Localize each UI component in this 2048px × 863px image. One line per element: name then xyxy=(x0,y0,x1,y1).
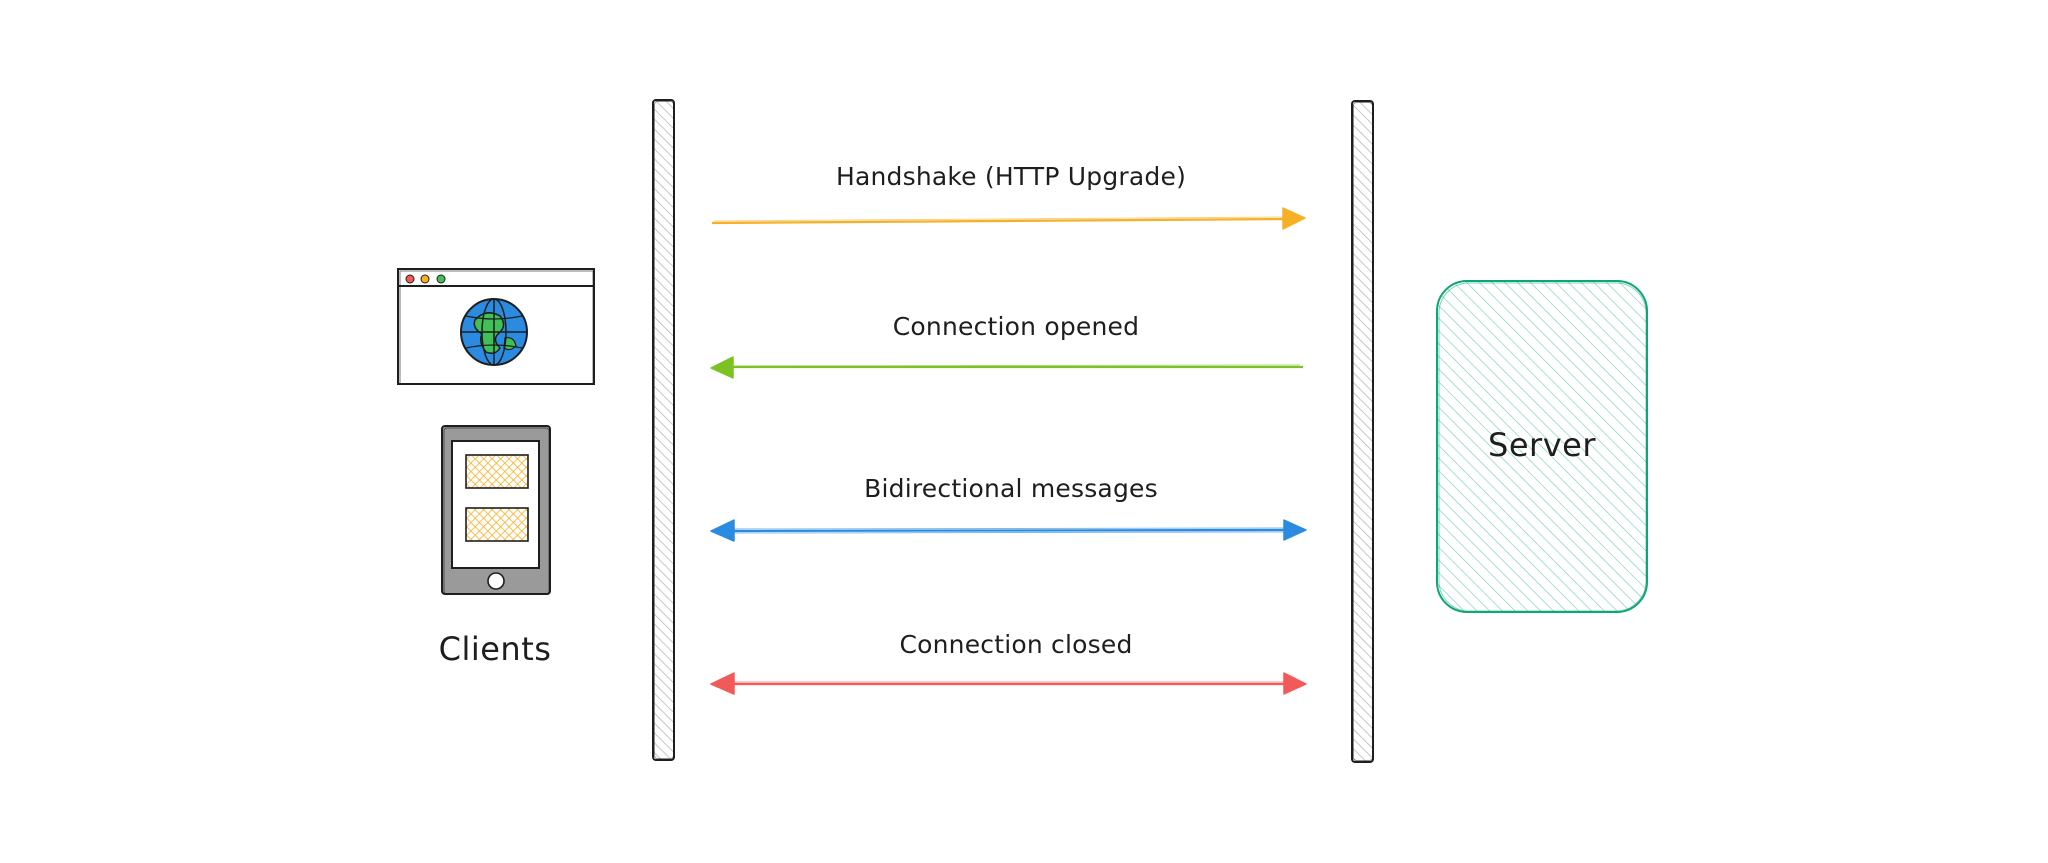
server-lifeline xyxy=(1351,100,1374,763)
browser-window-globe-icon xyxy=(397,268,595,385)
arrow-connection-closed xyxy=(710,672,1307,695)
message-label-bidirectional: Bidirectional messages xyxy=(864,474,1158,503)
arrow-connection-opened xyxy=(710,356,1303,379)
server-box xyxy=(1436,280,1648,613)
arrow-handshake xyxy=(711,207,1306,230)
message-label-handshake: Handshake (HTTP Upgrade) xyxy=(836,162,1186,191)
clients-label: Clients xyxy=(439,630,552,668)
client-lifeline xyxy=(652,99,675,761)
server-label: Server xyxy=(1488,426,1596,464)
message-label-connection-closed: Connection closed xyxy=(899,630,1132,659)
globe-icon xyxy=(460,298,528,366)
tablet-device-icon xyxy=(441,425,551,595)
arrow-bidirectional xyxy=(710,519,1307,542)
message-label-connection-opened: Connection opened xyxy=(893,312,1139,341)
